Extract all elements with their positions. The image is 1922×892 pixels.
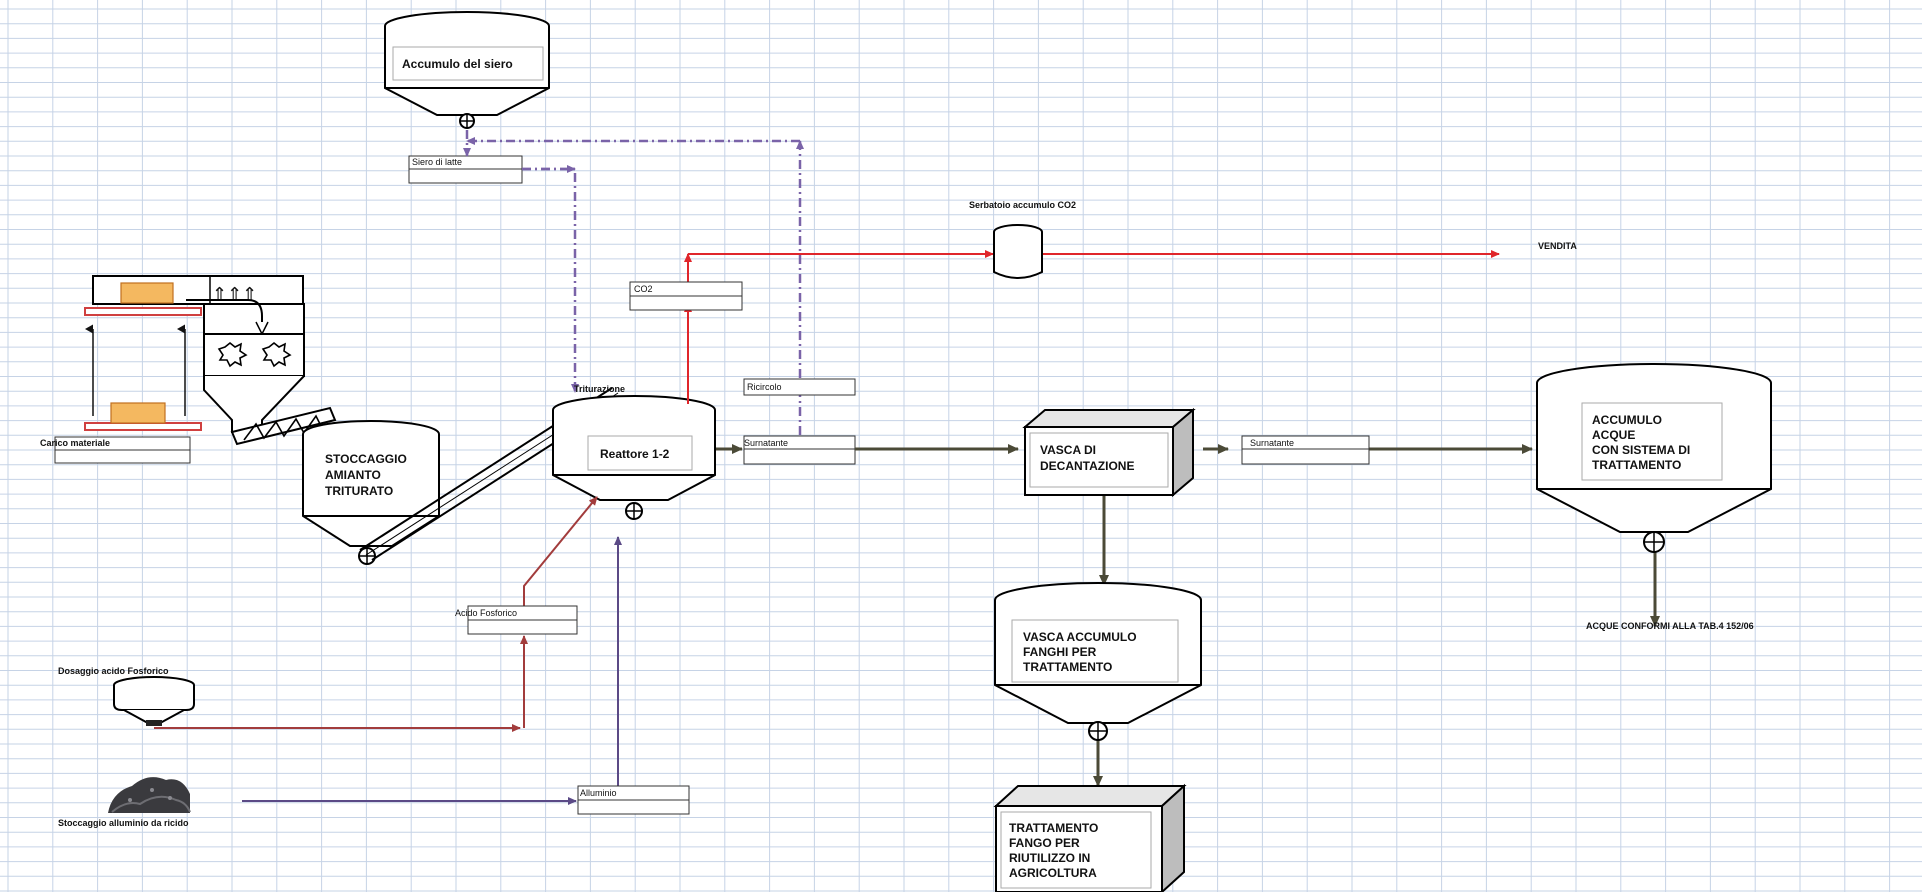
tank-label-acque-1: ACCUMULO	[1592, 413, 1662, 427]
label-ricircolo: Ricircolo	[747, 382, 782, 392]
tank-label-acque-2: ACQUE	[1592, 428, 1635, 442]
label-vendita: VENDITA	[1538, 241, 1577, 251]
tank-label-amianto-2: AMIANTO	[325, 468, 381, 482]
label-box-surnatante-1: Surnatante	[744, 436, 855, 464]
tank-label-amianto-3: TRITURATO	[325, 484, 393, 498]
tank-label-reattore: Reattore 1-2	[600, 447, 670, 461]
tank-serbatoio-co2: Serbatoio accumulo CO2	[969, 200, 1076, 278]
alluminio-flow	[242, 537, 618, 801]
tank-label-fanghi-3: TRATTAMENTO	[1023, 660, 1112, 674]
label-box-carico-materiale: Carico materiale	[40, 437, 190, 463]
svg-text:⇑⇑⇑: ⇑⇑⇑	[212, 284, 257, 305]
box-vasca-decantazione: VASCA DI DECANTAZIONE	[1025, 410, 1193, 495]
tank-label-amianto-1: STOCCAGGIO	[325, 452, 407, 466]
label-alluminio: Alluminio	[580, 788, 617, 798]
tank-label-acque-3: CON SISTEMA DI	[1592, 443, 1690, 457]
label-acque-conformi: ACQUE CONFORMI ALLA TAB.4 152/06	[1586, 621, 1754, 631]
label-box-alluminio: Alluminio	[578, 786, 689, 814]
tank-accumulo-siero: Accumulo del siero	[385, 12, 549, 128]
label-carico-materiale: Carico materiale	[40, 438, 110, 448]
tank-reattore: Reattore 1-2	[553, 396, 715, 519]
label-acido-fosforico: Acido Fosforico	[455, 608, 517, 618]
box-label-fango-1: TRATTAMENTO	[1009, 821, 1098, 835]
label-serbatoio-co2: Serbatoio accumulo CO2	[969, 200, 1076, 210]
tank-label-acque-4: TRATTAMENTO	[1592, 458, 1681, 472]
tank-label-siero: Accumulo del siero	[402, 57, 513, 71]
tank-label-fanghi-2: FANGHI PER	[1023, 645, 1097, 659]
tank-label-fanghi-1: VASCA ACCUMULO	[1023, 630, 1137, 644]
box-label-decantazione-1: VASCA DI	[1040, 443, 1096, 457]
box-trattamento-fango: TRATTAMENTO FANGO PER RIUTILIZZO IN AGRI…	[996, 786, 1184, 892]
label-triturazione: Triturazione	[574, 384, 625, 394]
label-surnatante-1: Surnatante	[744, 438, 788, 448]
dosaggio-acido-tank: Dosaggio acido Fosforico	[58, 666, 194, 726]
box-label-fango-3: RIUTILIZZO IN	[1009, 851, 1090, 865]
tank-vasca-fanghi: VASCA ACCUMULO FANGHI PER TRATTAMENTO	[995, 583, 1201, 740]
label-box-siero-latte: Siero di latte	[409, 156, 522, 183]
crusher-loading-station: ⇑⇑⇑	[85, 276, 335, 444]
box-label-fango-2: FANGO PER	[1009, 836, 1080, 850]
label-stoccaggio-alluminio: Stoccaggio alluminio da ricido	[58, 818, 189, 828]
label-box-co2: CO2	[630, 282, 742, 310]
label-dosaggio-acido: Dosaggio acido Fosforico	[58, 666, 169, 676]
label-box-ricircolo: Ricircolo	[744, 379, 855, 395]
label-box-acido-fosforico: Acido Fosforico	[455, 606, 577, 634]
label-siero-latte: Siero di latte	[412, 157, 462, 167]
label-surnatante-2: Surnatante	[1250, 438, 1294, 448]
box-label-fango-4: AGRICOLTURA	[1009, 866, 1097, 880]
label-box-surnatante-2: Surnatante	[1242, 436, 1369, 464]
label-co2: CO2	[634, 284, 653, 294]
box-label-decantazione-2: DECANTAZIONE	[1040, 459, 1134, 473]
